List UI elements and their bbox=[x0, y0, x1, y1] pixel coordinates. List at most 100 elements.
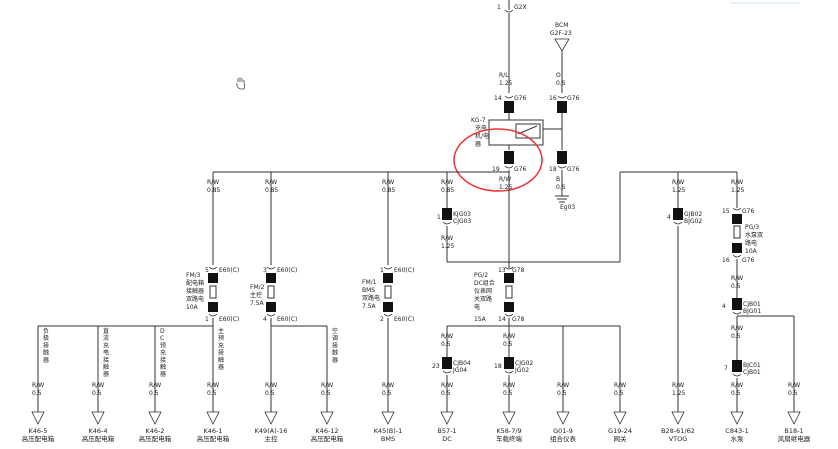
connector-gjg02: 4 GJB02 BJG02 bbox=[667, 208, 702, 225]
load-name: 高压配电箱 bbox=[22, 434, 55, 443]
g2x-pin: 1 bbox=[497, 4, 501, 11]
load-wire-color: R/W bbox=[382, 382, 394, 389]
load-terminal-symbol bbox=[787, 411, 801, 425]
fuse-fm2: 3 E60(C) 4 E60(C) FM/2 主控 7.5A bbox=[250, 266, 297, 323]
svg-text:BMS: BMS bbox=[362, 287, 375, 294]
svg-text:15A: 15A bbox=[474, 316, 487, 323]
svg-text:KJG03: KJG03 bbox=[453, 211, 471, 218]
svg-text:4: 4 bbox=[722, 303, 726, 310]
load-wire-size: 0.5 bbox=[321, 390, 331, 397]
svg-text:0.85: 0.85 bbox=[441, 187, 455, 194]
load-wire-color: R/W bbox=[32, 382, 44, 389]
hand-cursor-icon bbox=[236, 77, 245, 90]
load-wire-size: 0.5 bbox=[441, 390, 451, 397]
load-name: 高压配电箱 bbox=[311, 434, 344, 443]
svg-text:E60(C): E60(C) bbox=[277, 267, 297, 274]
svg-text:19: 19 bbox=[492, 166, 500, 173]
fuse-fm3: 5 E60(C) 1 E60(C) FM/3 配电箱 接触器 双路电 10A bbox=[186, 266, 239, 323]
svg-text:R/W: R/W bbox=[499, 176, 511, 183]
load-wire-size: 0.5 bbox=[614, 390, 624, 397]
relay-line1: KG-7 bbox=[471, 117, 486, 124]
load-terminal-symbol bbox=[31, 411, 45, 425]
svg-text:B: B bbox=[556, 176, 560, 183]
svg-text:R/W: R/W bbox=[265, 179, 277, 186]
load-name: DC bbox=[442, 435, 452, 443]
svg-text:R/W: R/W bbox=[731, 325, 743, 332]
svg-text:BJG02: BJG02 bbox=[684, 218, 702, 225]
wire-rl-size: 1.25 bbox=[499, 80, 513, 87]
svg-text:3: 3 bbox=[263, 267, 267, 274]
svg-text:10A: 10A bbox=[745, 248, 758, 255]
svg-text:E60(C): E60(C) bbox=[277, 316, 297, 323]
load-name: 车载终端 bbox=[496, 434, 523, 443]
load-wire-color: R/W bbox=[614, 382, 626, 389]
svg-text:路电: 路电 bbox=[745, 239, 757, 247]
svg-text:16: 16 bbox=[549, 95, 557, 102]
load-name: 网关 bbox=[614, 434, 628, 443]
load-name: 水泵 bbox=[731, 434, 745, 443]
side-label-l1: 负极接触器 bbox=[43, 327, 49, 364]
svg-text:电: 电 bbox=[474, 303, 480, 311]
load-wire-size: 0.5 bbox=[149, 390, 159, 397]
svg-text:G76: G76 bbox=[567, 95, 579, 102]
connector-cjg02: 18 CJG02 JG02 bbox=[494, 357, 533, 374]
svg-text:18: 18 bbox=[494, 363, 502, 370]
svg-text:CJB01: CJB01 bbox=[743, 369, 761, 376]
side-label-l2: 直流充电接触器 bbox=[103, 327, 109, 378]
svg-text:0.5: 0.5 bbox=[503, 341, 513, 348]
load-name: 高压配电箱 bbox=[197, 434, 230, 443]
svg-text:7.5A: 7.5A bbox=[250, 300, 265, 307]
svg-text:2: 2 bbox=[380, 316, 384, 323]
fuse-pg3: 15 G76 16 G76 PG/3 水泵双 路电 10A bbox=[722, 207, 763, 264]
svg-text:仪表网: 仪表网 bbox=[474, 287, 492, 295]
load-code: K46-2 bbox=[145, 427, 164, 435]
load-wire-size: 1.25 bbox=[672, 390, 686, 397]
load-name: BMS bbox=[381, 435, 395, 443]
svg-text:R/W: R/W bbox=[503, 333, 515, 340]
svg-text:JG02: JG02 bbox=[514, 367, 529, 374]
pin19-connector: 19 G76 bbox=[492, 151, 526, 173]
connector-kjg03: 1 KJG03 CJG03 bbox=[437, 208, 471, 225]
svg-text:10A: 10A bbox=[186, 304, 199, 311]
loads-layer: R/W0.5K46-5高压配电箱R/W0.5K46-4高压配电箱R/W0.5K4… bbox=[22, 382, 811, 443]
load-terminal-symbol bbox=[148, 411, 162, 425]
load-wire-size: 0.5 bbox=[788, 390, 798, 397]
svg-text:1.25: 1.25 bbox=[499, 184, 513, 191]
relay-line4: 器 bbox=[475, 141, 481, 148]
wire-o-size: 0.5 bbox=[556, 80, 566, 87]
pin16-connector: 16 G76 bbox=[549, 95, 579, 113]
load-name: 高压配电箱 bbox=[139, 434, 172, 443]
load-name: 主控 bbox=[265, 434, 279, 443]
svg-text:CJG02: CJG02 bbox=[515, 360, 533, 367]
connector-cjb04: 23 CJB04 JG04 bbox=[432, 357, 471, 374]
svg-text:BJG01: BJG01 bbox=[743, 308, 761, 315]
load-wire-color: R/W bbox=[503, 382, 515, 389]
svg-text:G76: G76 bbox=[514, 166, 526, 173]
load-name: 高压配电箱 bbox=[82, 434, 115, 443]
load-wire-size: 0.5 bbox=[557, 390, 567, 397]
load-wire-color: R/W bbox=[441, 382, 453, 389]
svg-text:0.85: 0.85 bbox=[265, 187, 279, 194]
svg-text:7.5A: 7.5A bbox=[362, 303, 377, 310]
svg-text:关双路: 关双路 bbox=[474, 295, 492, 303]
g2x-connector: 1 G2X bbox=[497, 0, 527, 13]
load-wire-color: R/W bbox=[149, 382, 161, 389]
load-wire-size: 0.5 bbox=[382, 390, 392, 397]
load-wire-size: 0.5 bbox=[92, 390, 102, 397]
svg-text:FM/2: FM/2 bbox=[250, 284, 265, 291]
load-code: B18-1 bbox=[784, 427, 803, 435]
svg-text:5: 5 bbox=[205, 267, 209, 274]
load-code: C843-1 bbox=[725, 427, 748, 435]
connector-bjc01: 7 BJC01 CJB01 bbox=[724, 360, 761, 377]
load-terminal-symbol bbox=[502, 411, 516, 425]
svg-text:R/W: R/W bbox=[441, 179, 453, 186]
load-wire-color: R/W bbox=[672, 382, 684, 389]
